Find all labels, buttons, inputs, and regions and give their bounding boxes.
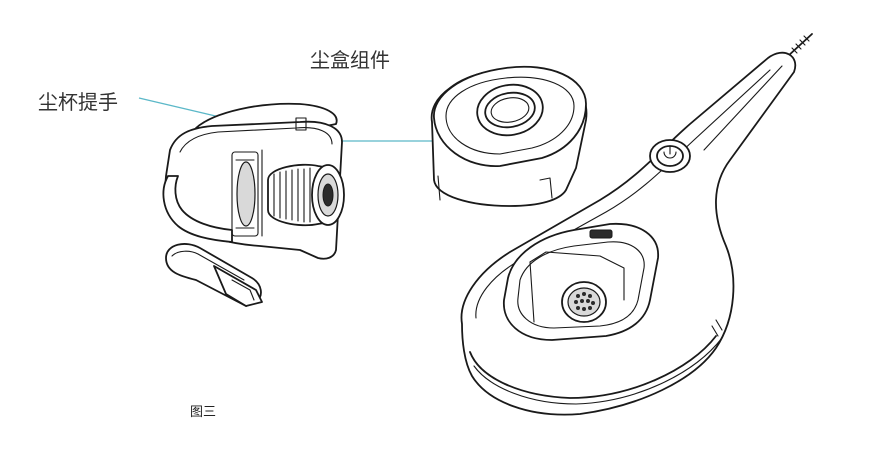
cup-handle-leader-line [138,97,225,119]
cup-handle-part [165,243,263,307]
cylinder-filter [267,163,345,227]
cup-handle-label: 尘杯提手 [38,90,118,114]
main-body-part [460,33,813,416]
dust-box-lid [430,65,588,207]
figure-caption: 图三 [190,405,217,420]
dust-box-assembly-label: 尘盒组件 [310,48,390,72]
